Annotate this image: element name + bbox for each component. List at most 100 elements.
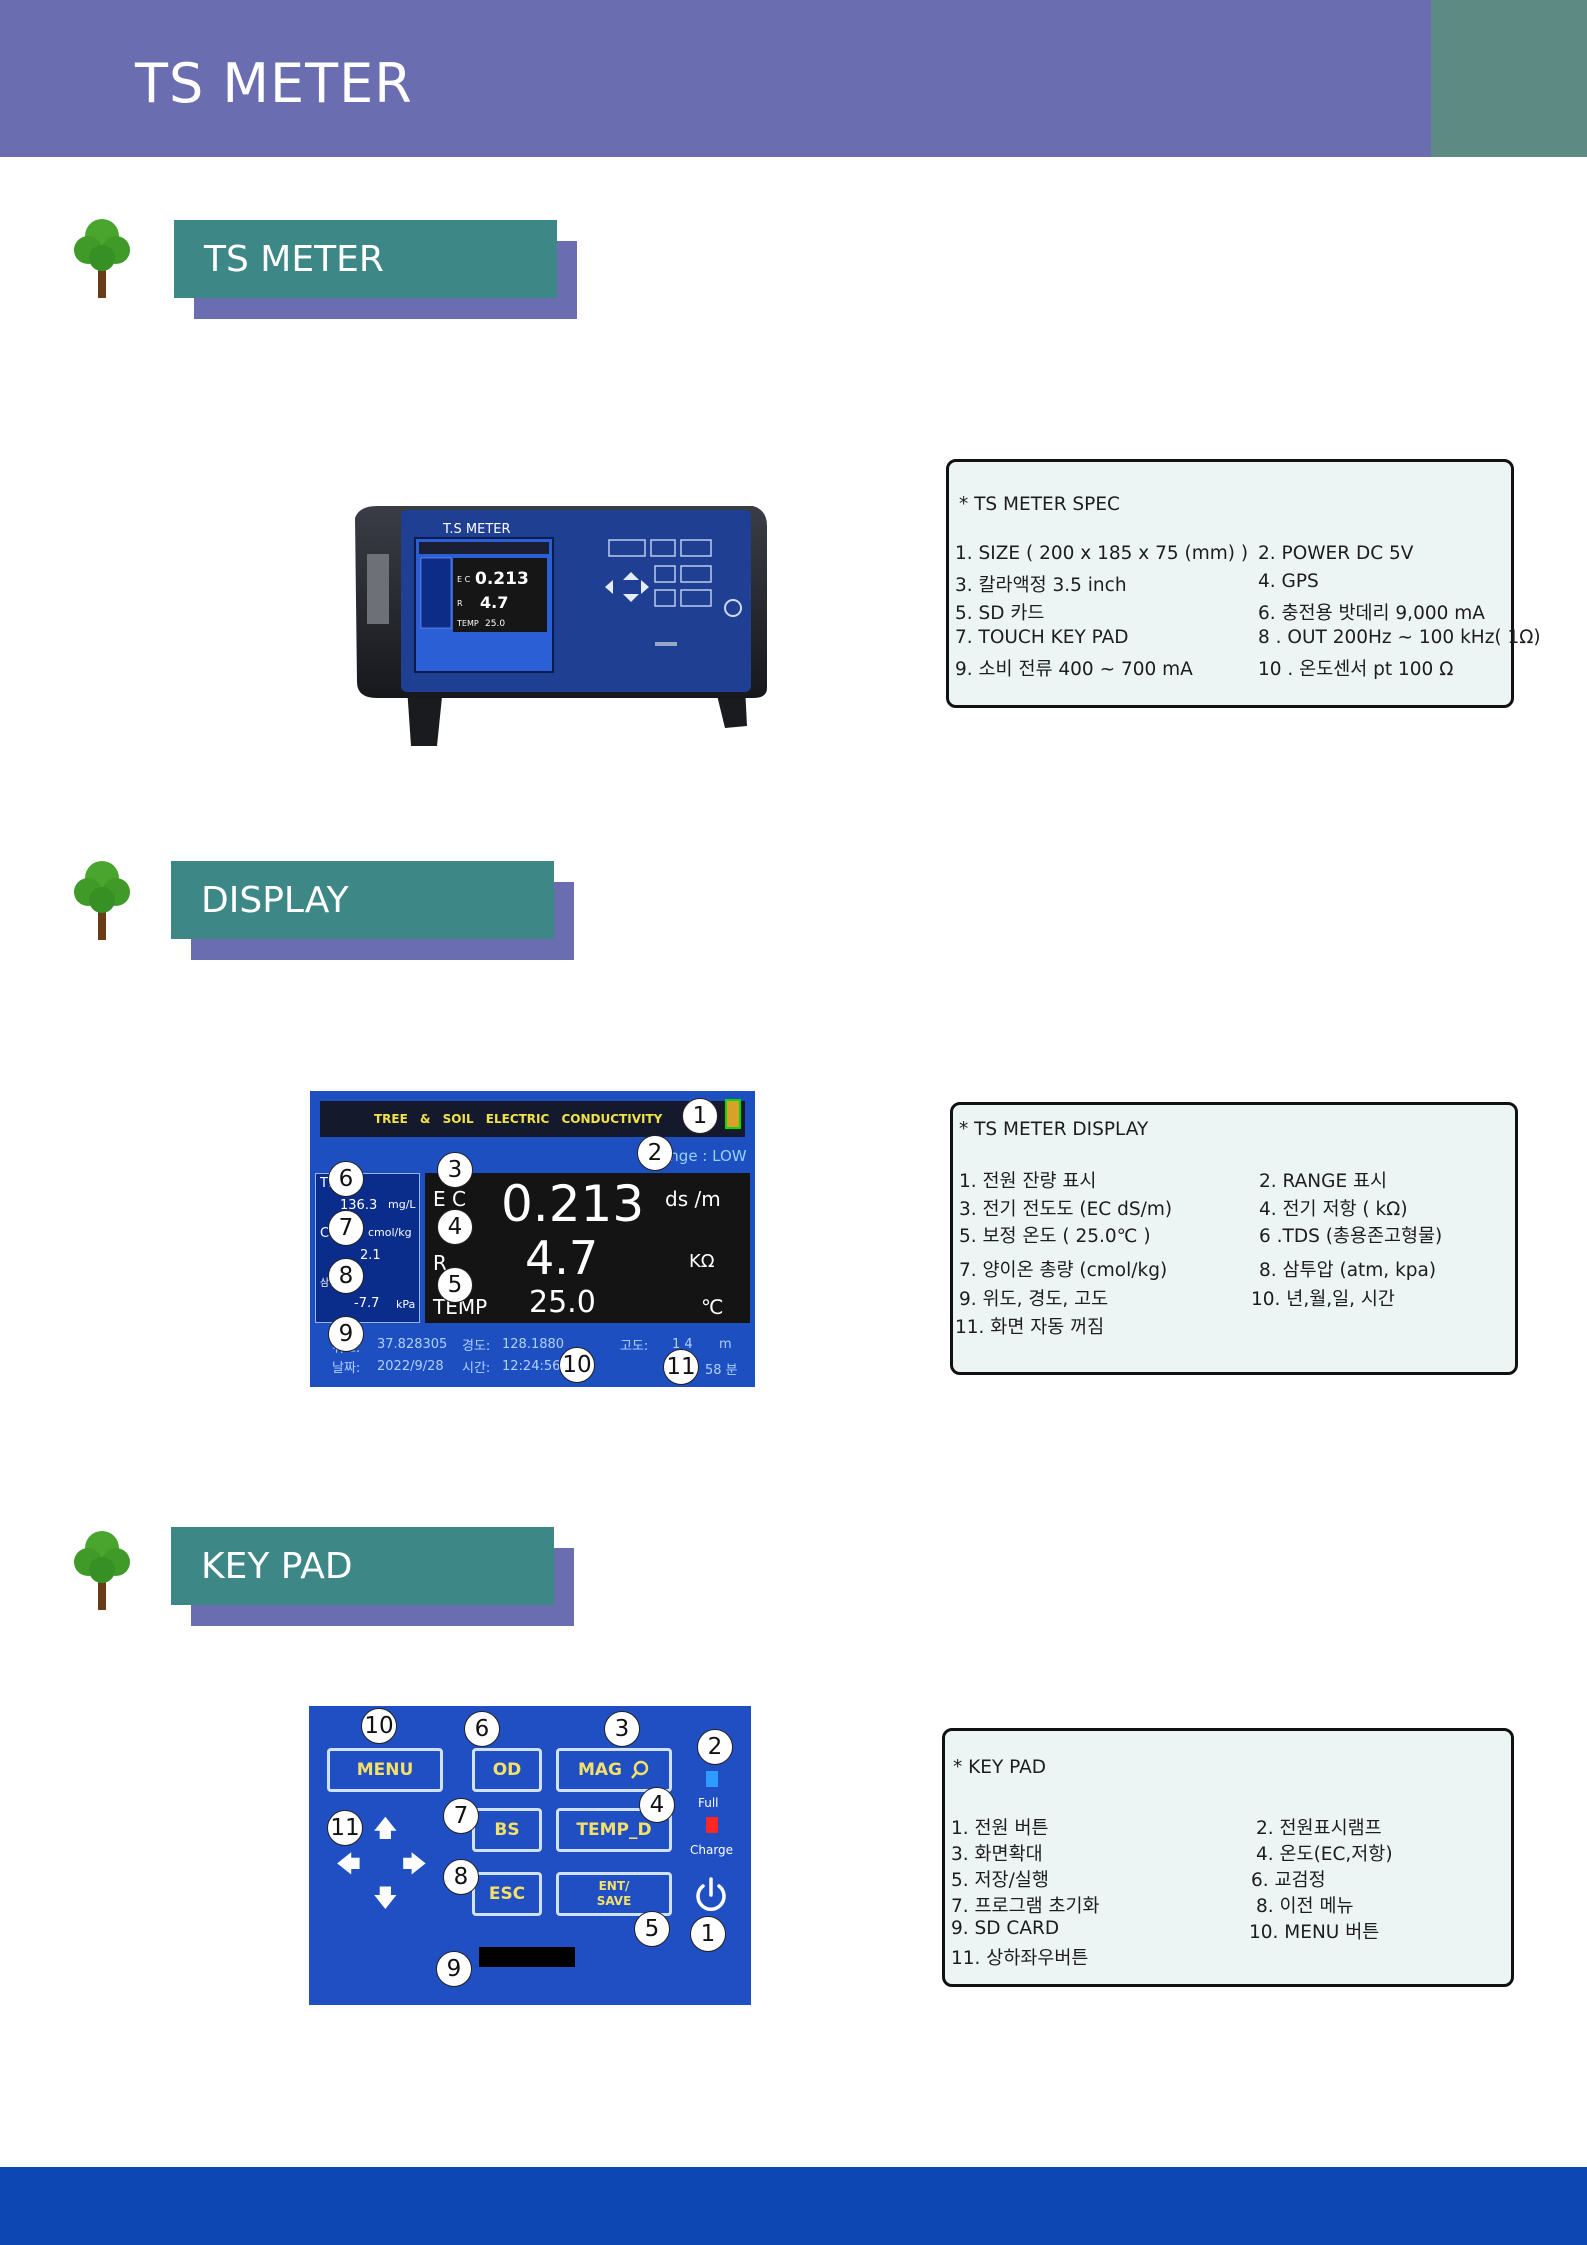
time-value: 12:24:56: [502, 1359, 561, 1374]
display-info-row: 11. 화면 자동 꺼짐: [955, 1313, 1509, 1341]
temp-d-button[interactable]: TEMP_D: [556, 1808, 672, 1852]
marker-2: 2: [637, 1135, 673, 1171]
svg-text:R: R: [457, 599, 463, 608]
display-info-item: 3. 전기 전도도 (EC dS/m): [959, 1199, 1173, 1220]
spec-item: 6. 충전용 밧데리 9,000 mA: [1258, 603, 1485, 624]
section-heading-display: DISPLAY: [171, 861, 554, 939]
display-side-panel: TDS 136.3 mg/L CEC cmol/kg 2.1 삼투압 -7.7 …: [315, 1173, 420, 1323]
spec-item: 8 . OUT 200Hz ~ 100 kHz( 1Ω): [1258, 627, 1541, 648]
display-info-row: 1. 전원 잔량 표시 2. RANGE 표시: [959, 1167, 1509, 1195]
marker-3: 3: [437, 1152, 473, 1188]
device-screen-temp: 25.0: [485, 619, 505, 629]
full-lamp-icon: [706, 1771, 718, 1787]
longitude-value: 128.1880: [502, 1337, 565, 1352]
osmotic-value: -7.7: [354, 1296, 380, 1311]
display-header-bar: TREE & SOIL ELECTRIC CONDUCTIVITY: [320, 1101, 745, 1137]
keypad-info-item: 10. MENU 버튼: [1249, 1922, 1380, 1943]
ts-meter-device-image: T.S METER E C 0.213 R 4.7 TEMP 25.0: [355, 506, 767, 746]
spec-item: 10 . 온도센서 pt 100 Ω: [1258, 659, 1454, 680]
display-info-row: 7. 양이온 총량 (cmol/kg) 8. 삼투압 (atm, kpa): [959, 1256, 1509, 1284]
marker-6: 6: [464, 1711, 500, 1747]
marker-9: 9: [436, 1951, 472, 1987]
keypad-info-item: 6. 교검정: [1251, 1870, 1326, 1891]
marker-8: 8: [443, 1859, 479, 1895]
spec-box: * TS METER SPEC 1. SIZE ( 200 x 185 x 75…: [946, 459, 1541, 708]
keypad-info-row: 3. 화면확대 4. 온도(EC,저항): [951, 1840, 1505, 1868]
magnifier-icon: [631, 1760, 649, 1779]
keypad-info-item: 8. 이전 메뉴: [1256, 1896, 1354, 1917]
marker-1: 1: [690, 1916, 726, 1952]
keypad-info-item: 11. 상하좌우버튼: [951, 1948, 1089, 1969]
date-label: 날짜:: [332, 1361, 361, 1376]
display-info-item: 4. 전기 저항 ( kΩ): [1259, 1199, 1408, 1220]
r-label: R: [433, 1251, 447, 1275]
arrow-down-icon[interactable]: 🡇: [373, 1884, 398, 1912]
r-value: 4.7: [525, 1231, 599, 1285]
keypad-info-item: 7. 프로그램 초기화: [951, 1896, 1100, 1917]
keypad-info-row: 7. 프로그램 초기화 8. 이전 메뉴: [951, 1892, 1505, 1920]
marker-9: 9: [328, 1316, 364, 1352]
ent-save-button[interactable]: ENT/ SAVE: [556, 1872, 672, 1916]
arrow-right-icon[interactable]: 🡆: [402, 1850, 427, 1878]
bs-button[interactable]: BS: [472, 1808, 542, 1852]
tree-icon: [74, 219, 130, 298]
display-info-item: 11. 화면 자동 꺼짐: [955, 1317, 1105, 1338]
marker-2: 2: [697, 1729, 733, 1765]
marker-5: 5: [437, 1267, 473, 1303]
mag-button[interactable]: MAG: [556, 1748, 672, 1792]
display-info-box: * TS METER DISPLAY 1. 전원 잔량 표시 2. RANGE …: [950, 1102, 1518, 1375]
keypad-info-row: 9. SD CARD 10. MENU 버튼: [951, 1918, 1505, 1946]
display-info-title: * TS METER DISPLAY: [959, 1119, 1149, 1140]
tds-value: 136.3: [340, 1198, 378, 1213]
spec-title: * TS METER SPEC: [959, 494, 1120, 515]
spec-row: 5. SD 카드 6. 충전용 밧데리 9,000 mA: [955, 599, 1505, 627]
display-info-item: 7. 양이온 총량 (cmol/kg): [959, 1260, 1168, 1281]
altitude-label: 고도:: [620, 1339, 649, 1354]
spec-item: 4. GPS: [1258, 571, 1319, 592]
marker-1: 1: [682, 1098, 718, 1134]
tree-icon: [74, 1531, 130, 1610]
display-info-item: 1. 전원 잔량 표시: [959, 1171, 1097, 1192]
keypad-info-title: * KEY PAD: [953, 1757, 1047, 1778]
ec-label: E C: [433, 1187, 466, 1211]
header-banner: [0, 0, 1431, 157]
display-info-row: 5. 보정 온도 ( 25.0℃ ) 6 .TDS (총용존고형물): [959, 1222, 1509, 1250]
section-heading-ts-meter: TS METER: [174, 220, 557, 298]
keypad-info-item: 9. SD CARD: [951, 1918, 1060, 1939]
ec-value: 0.213: [501, 1175, 645, 1233]
cec-value: 2.1: [360, 1248, 381, 1263]
tds-unit: mg/L: [388, 1198, 416, 1211]
marker-4: 4: [437, 1209, 473, 1245]
arrow-left-icon[interactable]: 🡄: [336, 1850, 361, 1878]
ec-unit: ds /m: [665, 1187, 721, 1211]
marker-11: 11: [663, 1349, 699, 1385]
save-label: SAVE: [596, 1894, 632, 1908]
menu-button[interactable]: MENU: [327, 1748, 443, 1792]
spec-row: 1. SIZE ( 200 x 185 x 75 (mm) ) 2. POWER…: [955, 543, 1505, 571]
keypad-info-item: 1. 전원 버튼: [951, 1818, 1049, 1839]
display-info-item: 2. RANGE 표시: [1259, 1171, 1388, 1192]
od-button[interactable]: OD: [472, 1748, 542, 1792]
display-screenshot: TREE & SOIL ELECTRIC CONDUCTIVITY Range …: [310, 1091, 755, 1387]
page-title: TS METER: [135, 52, 413, 115]
display-info-item: 6 .TDS (총용존고형물): [1259, 1226, 1443, 1247]
spec-item: 2. POWER DC 5V: [1258, 543, 1414, 564]
spec-item: 7. TOUCH KEY PAD: [955, 627, 1129, 648]
device-screen-r: 4.7: [480, 593, 508, 612]
spec-item: 1. SIZE ( 200 x 185 x 75 (mm) ): [955, 543, 1249, 564]
device-screen-ec: 0.213: [475, 569, 529, 589]
marker-11: 11: [327, 1810, 363, 1846]
marker-7: 7: [328, 1210, 364, 1246]
keypad-info-item: 2. 전원표시램프: [1256, 1818, 1382, 1839]
display-info-row: 9. 위도, 경도, 고도 10. 년,월,일, 시간: [959, 1285, 1509, 1313]
display-info-row: 3. 전기 전도도 (EC dS/m) 4. 전기 저항 ( kΩ): [959, 1195, 1509, 1223]
spec-item: 5. SD 카드: [955, 603, 1045, 624]
range-indicator: Range : LOW: [650, 1147, 747, 1165]
power-icon[interactable]: [692, 1876, 730, 1914]
spec-item: 9. 소비 전류 400 ~ 700 mA: [955, 659, 1193, 680]
esc-button[interactable]: ESC: [472, 1872, 542, 1916]
display-info-item: 8. 삼투압 (atm, kpa): [1259, 1260, 1437, 1281]
marker-4: 4: [639, 1787, 675, 1823]
arrow-up-icon[interactable]: 🡅: [373, 1814, 398, 1842]
temp-value: 25.0: [529, 1285, 596, 1320]
